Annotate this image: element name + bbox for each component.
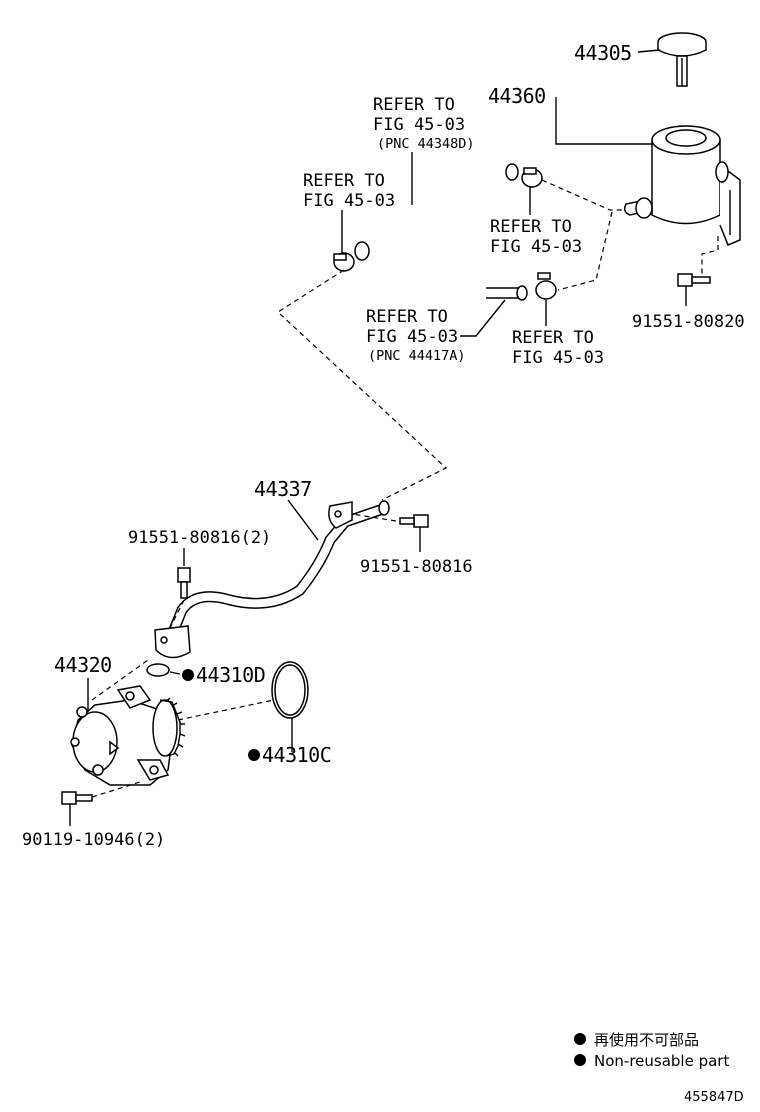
legend-jp: 再使用不可部品	[594, 1031, 699, 1049]
legend-dot-en	[574, 1054, 586, 1066]
pipe-44337-drawing	[154, 500, 390, 659]
leader-44360	[555, 97, 652, 145]
supply-hose-stub-drawing	[486, 272, 557, 301]
label-91551-80820: 91551-80820	[632, 312, 745, 332]
hose-clamp-left	[333, 252, 355, 272]
label-44337: 44337	[254, 477, 312, 501]
refer-right-line2: FIG 45-03	[512, 348, 604, 368]
hose-clamp-top	[521, 167, 543, 188]
refer-clamp-line2: FIG 45-03	[490, 237, 582, 257]
label-91551-80816: 91551-80816	[360, 557, 473, 577]
label-90119-10946: 90119-10946(2)	[22, 830, 165, 850]
non-reusable-dot-44310d	[182, 669, 194, 681]
label-44310D: 44310D	[196, 663, 265, 687]
label-44310C: 44310C	[262, 743, 331, 767]
refer-mid-line1: REFER TO	[366, 307, 448, 327]
label-44305: 44305	[574, 41, 632, 65]
label-44360: 44360	[488, 84, 546, 108]
refer-top-pnc: (PNC 44348D)	[377, 136, 475, 152]
pump-drawing	[70, 685, 186, 786]
reservoir-cap-drawing	[657, 32, 707, 87]
refer-right-line1: REFER TO	[512, 328, 594, 348]
refer-top-line1: REFER TO	[373, 95, 455, 115]
reservoir-drawing	[623, 125, 741, 246]
bolt-pump-drawing	[61, 791, 93, 805]
legend-dot-jp	[574, 1033, 586, 1045]
return-hose-drawing	[354, 163, 519, 261]
legend-en: Non-reusable part	[594, 1052, 729, 1070]
refer-mid-pnc: (PNC 44417A)	[368, 348, 466, 364]
refer-left-line2: FIG 45-03	[303, 191, 395, 211]
oring-small-drawing	[146, 663, 170, 677]
refer-clamp-line1: REFER TO	[490, 217, 572, 237]
label-44320: 44320	[54, 653, 112, 677]
refer-top-line2: FIG 45-03	[373, 115, 465, 135]
bolt-pipe-2-drawing	[177, 567, 191, 599]
leader-44305	[637, 49, 661, 53]
figure-id: 455847D	[684, 1090, 744, 1105]
refer-left-line1: REFER TO	[303, 171, 385, 191]
bolt-reservoir-drawing	[677, 273, 711, 287]
label-91551-80816-2: 91551-80816(2)	[128, 528, 271, 548]
bolt-pipe-drawing	[399, 514, 429, 528]
refer-mid-line2: FIG 45-03	[366, 327, 458, 347]
non-reusable-dot-44310c	[248, 749, 260, 761]
